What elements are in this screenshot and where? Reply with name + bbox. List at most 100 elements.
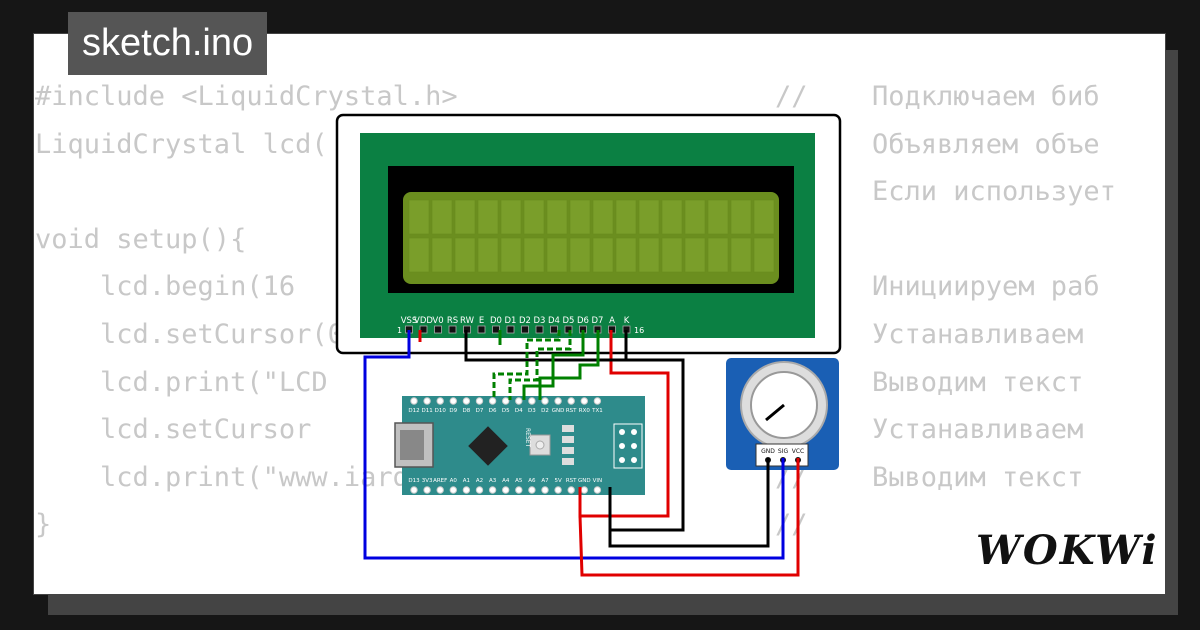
nano-pin[interactable]	[554, 397, 562, 405]
nano-pin[interactable]	[593, 486, 602, 494]
nano-pin[interactable]	[449, 397, 457, 405]
nano-pin[interactable]	[462, 397, 471, 405]
nano-pin[interactable]	[528, 486, 536, 494]
nano-pin[interactable]	[423, 397, 431, 405]
lcd-pin-label: V0	[432, 316, 443, 326]
wire-blue	[363, 330, 785, 560]
code-line: #include <LiquidCrystal.h>	[35, 81, 458, 112]
lcd-cell	[500, 199, 522, 235]
code-comment: Устанавливаем	[872, 414, 1084, 446]
lcd-cell	[523, 237, 545, 273]
file-tab[interactable]: sketch.ino	[68, 12, 268, 75]
code-line: void setup(){	[35, 223, 247, 255]
lcd-pin-label: K	[624, 316, 630, 326]
nano-pin[interactable]	[541, 486, 549, 494]
nano-pin-label: A1	[463, 478, 470, 484]
nano-pin-label: A4	[502, 478, 510, 484]
icsp-header	[613, 423, 643, 469]
nano-pin-label: D7	[476, 408, 484, 414]
lcd-pin[interactable]	[535, 325, 544, 334]
lcd-pin-label: D0	[490, 316, 502, 326]
nano-pin[interactable]	[541, 397, 549, 405]
nano-pin[interactable]	[488, 397, 497, 405]
nano-pin-label: A7	[541, 478, 549, 484]
nano-pin-label: A6	[528, 478, 536, 484]
nano-pin-label: TX1	[591, 408, 603, 414]
nano-pin[interactable]	[554, 486, 562, 494]
lcd-cell	[730, 199, 752, 235]
nano-pin[interactable]	[462, 486, 471, 494]
nano-pin[interactable]	[488, 486, 497, 494]
nano-pin[interactable]	[567, 486, 575, 494]
lcd-cell	[753, 199, 775, 235]
leds	[562, 425, 574, 465]
lcd-pin-label: D7	[592, 316, 604, 326]
lcd-cell	[730, 237, 752, 273]
lcd-pin[interactable]	[506, 325, 515, 334]
code-line: lcd.print("LCD	[35, 366, 328, 398]
lcd-pin-label: D3	[534, 316, 546, 326]
nano-pin-label: D12	[408, 408, 419, 414]
nano-pin[interactable]	[528, 397, 536, 405]
lcd-cells	[408, 199, 775, 273]
lcd-pin-label: D5	[563, 316, 575, 326]
code-comment: Устанавливаем	[872, 318, 1084, 350]
reset-label: RESET	[524, 428, 531, 448]
nano-pin-label: D6	[489, 408, 497, 414]
nano-pin[interactable]	[436, 397, 444, 405]
lcd-pin[interactable]	[492, 325, 500, 334]
lcd-cell	[500, 237, 522, 273]
nano-pin[interactable]	[449, 486, 457, 494]
lcd-cell	[454, 237, 476, 273]
lcd-pin[interactable]	[448, 325, 457, 334]
nano-pin[interactable]	[475, 397, 484, 405]
nano-pin[interactable]	[436, 486, 444, 494]
code-comment: Выводим текст	[872, 461, 1084, 493]
lcd-cell	[661, 199, 683, 235]
lcd-cell	[592, 199, 614, 235]
lcd-cell	[546, 237, 568, 273]
nano-pin[interactable]	[580, 486, 588, 494]
lcd-pin-label: D6	[577, 316, 589, 326]
nano-pin-label: AREF	[433, 478, 447, 484]
nano-pin[interactable]	[423, 486, 431, 494]
lcd-pin[interactable]	[521, 325, 529, 334]
comment-marker: //	[775, 81, 808, 112]
chip	[468, 426, 508, 466]
nano-pin[interactable]	[410, 486, 418, 494]
lcd-pin[interactable]	[550, 325, 558, 334]
potentiometer-pin-label: GND	[761, 448, 775, 455]
lcd-pin[interactable]	[419, 325, 428, 334]
lcd-pin[interactable]	[434, 325, 442, 334]
nano-pin[interactable]	[502, 397, 510, 405]
lcd-cell	[684, 199, 706, 235]
lcd-cell	[454, 199, 476, 235]
nano-pin[interactable]	[515, 486, 523, 494]
wokwi-logo: WOKWi	[976, 527, 1159, 574]
lcd-cell	[523, 199, 545, 235]
nano-pin[interactable]	[515, 397, 523, 405]
code-line: }	[35, 509, 52, 541]
comment-marker: //	[775, 509, 808, 541]
lcd-pin-label: D2	[519, 316, 531, 326]
nano-pin[interactable]	[580, 397, 588, 405]
lcd-pin-label: E	[479, 316, 484, 326]
nano-pin[interactable]	[567, 397, 575, 405]
nano-pin-label: A5	[515, 478, 523, 484]
nano-pin[interactable]	[502, 486, 510, 494]
wire-black-pot	[608, 458, 770, 548]
nano-pin[interactable]	[410, 397, 418, 405]
code-line: LiquidCrystal lcd(	[35, 128, 328, 160]
lcd-cell	[684, 237, 706, 273]
nano-pin-label: D11	[421, 408, 432, 414]
wire-green-4	[538, 330, 600, 400]
nano-pin[interactable]	[593, 397, 602, 405]
nano-pin[interactable]	[475, 486, 484, 494]
lcd-pin-label: A	[609, 316, 615, 326]
usb-port	[400, 430, 424, 460]
lcd-pin[interactable]	[477, 325, 486, 334]
